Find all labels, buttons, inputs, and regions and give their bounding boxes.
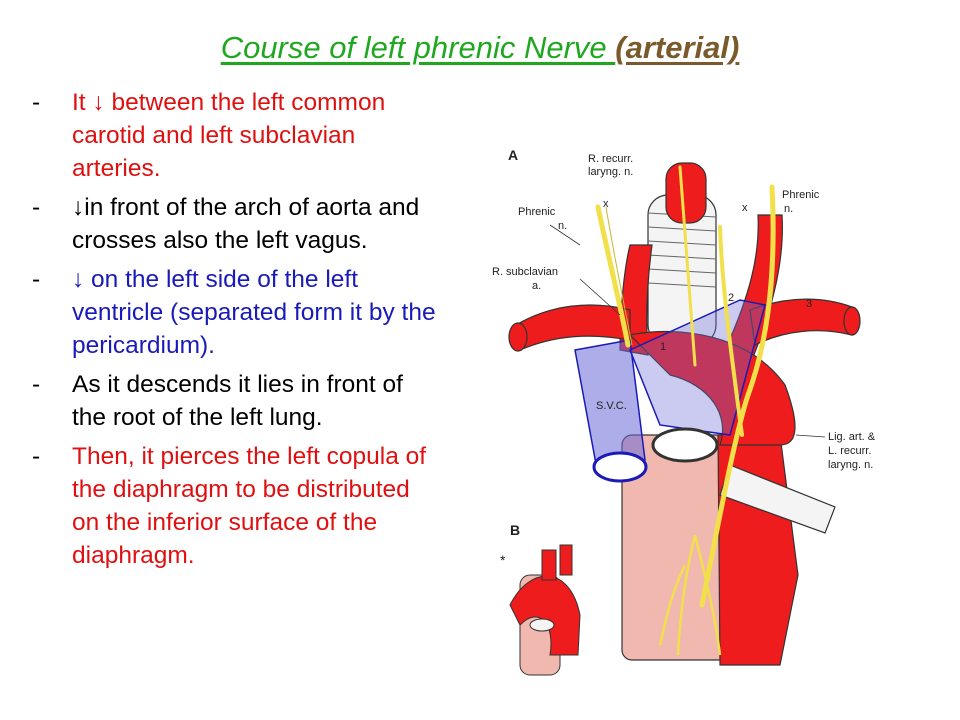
bullet-item: - Then, it pierces the left copula of th… [32,440,442,572]
bullet-dash: - [32,371,41,398]
left-phrenic-nerve [699,184,776,608]
label-phrenic-right-1: Phrenic [782,189,820,201]
bullet-list: - It ↓ between the left common carotid a… [32,86,442,578]
slide-title: Course of left phrenic Nerve (arterial) [0,30,960,66]
svc-opening [592,451,648,483]
label-phrenic-left-2: n. [558,220,567,232]
bullet-item: - As it descends it lies in front of the… [32,368,442,434]
bullet-item: - ↓in front of the arch of aorta and cro… [32,191,442,257]
label-phrenic-right-2: n. [784,203,793,215]
label-lig-2: L. recurr. [828,445,871,457]
bullet-dash: - [32,266,41,293]
left-vagus-nerve [718,225,744,437]
aorta-cut [651,427,719,463]
left-bronchus [719,464,836,534]
right-subclavian-end [508,322,528,352]
label-svc: S.V.C. [596,400,627,412]
label-star: * [500,552,506,568]
title-main: Course of left phrenic Nerve [220,30,616,65]
label-x-left: x [603,198,609,210]
bullet-text: Then, it pierces the left copula of the … [72,443,427,569]
nerve-branches [658,534,722,656]
bullet-dash: - [32,443,41,470]
bullet-text: It ↓ between the left common carotid and… [72,89,386,182]
label-num-3: 3 [806,298,812,310]
label-a: A [508,147,518,163]
recurrent-laryngeal-nerve [678,165,697,367]
bullet-dash: - [32,194,41,221]
label-lig-1: Lig. art. & [828,431,876,443]
bullet-text: ↓ on the left side of the left ventricle… [72,266,436,359]
svc [574,339,646,476]
label-subclavian-1: R. subclavian [492,266,558,278]
lig-pointer-lines [549,224,826,438]
trachea-rings [647,212,717,288]
label-num-2: 2 [728,292,734,304]
label-num-1: 1 [660,341,666,353]
bullet-dash: - [32,89,41,116]
bullet-item: - It ↓ between the left common carotid a… [32,86,442,185]
aortic-arch [628,330,796,446]
bullet-item: - ↓ on the left side of the left ventric… [32,263,442,362]
label-b: B [510,522,520,538]
label-lig-3: laryng. n. [828,459,873,471]
bullet-text: ↓in front of the arch of aorta and cross… [72,194,420,254]
label-x-right: x [742,202,748,214]
anatomy-diagram: A R. recurr. laryng. n. Phrenic n. x x P… [492,147,876,676]
pericardium-outline [629,299,766,436]
right-phrenic-nerve-b [605,206,633,346]
bullet-text: As it descends it lies in front of the r… [72,371,403,431]
label-recurr-2: laryng. n. [588,166,633,178]
carotid-artery [665,162,707,224]
label-subclavian-2: a. [532,280,541,292]
title-tag: (arterial) [615,30,740,65]
diagram-b [509,544,581,676]
right-phrenic-nerve [595,204,631,348]
left-subclavian-end [843,306,861,336]
label-phrenic-left-1: Phrenic [518,206,556,218]
label-recurr-1: R. recurr. [588,153,633,165]
